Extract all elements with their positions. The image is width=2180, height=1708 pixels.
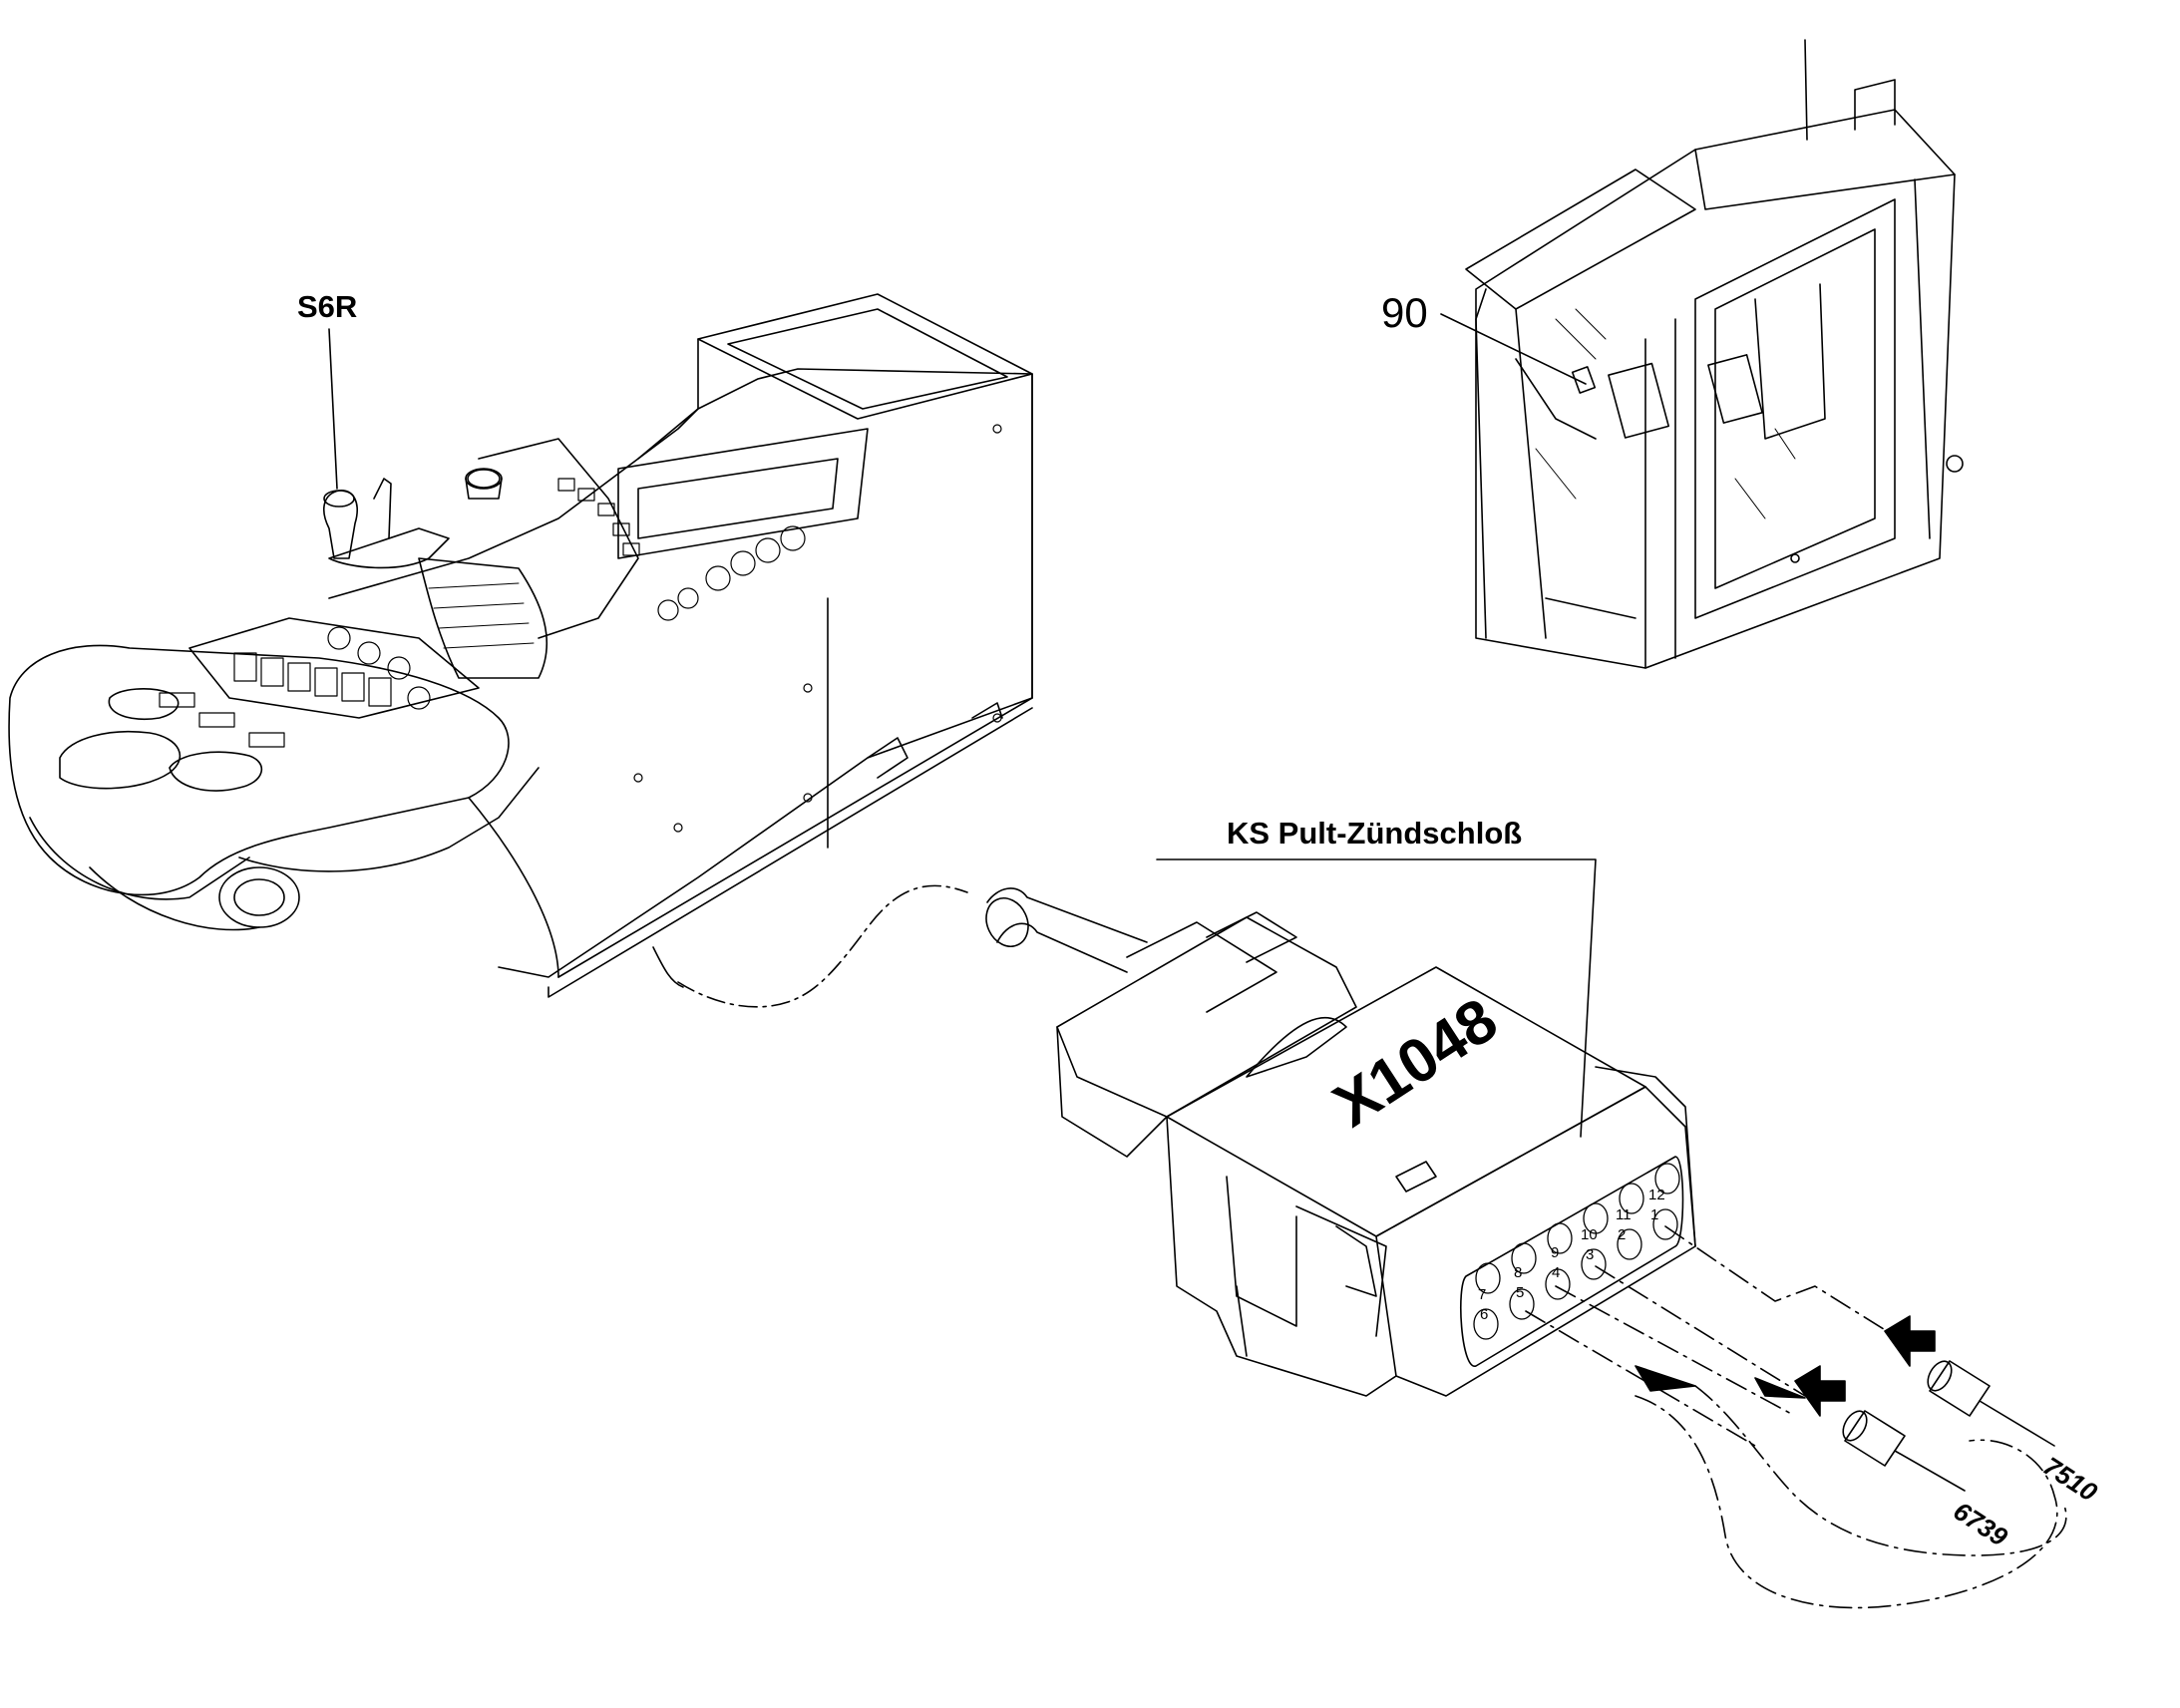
- cab-item-number: 90: [1381, 289, 1428, 336]
- pin-label-10: 10: [1581, 1226, 1598, 1243]
- s6r-leader-line: [329, 329, 337, 489]
- connector-title: KS Pult-Zündschloß: [1227, 816, 1523, 851]
- pin-label-4: 4: [1552, 1264, 1561, 1281]
- pin-label-8: 8: [1514, 1264, 1523, 1281]
- connector-title-leader-line: [1157, 859, 1596, 1137]
- pin-label-5: 5: [1516, 1284, 1525, 1301]
- cab-illustration: [1466, 40, 1963, 668]
- pin-label-11: 11: [1616, 1206, 1632, 1223]
- connector-x1048: [978, 888, 1695, 1396]
- pin-label-2: 2: [1618, 1226, 1627, 1243]
- terminal-7510: [1923, 1357, 2054, 1446]
- pin-label-3: 3: [1586, 1246, 1595, 1263]
- operator-console: [9, 294, 1032, 997]
- pin-label-6: 6: [1480, 1306, 1489, 1323]
- pin-label-7: 7: [1478, 1286, 1487, 1303]
- pin-label-9: 9: [1551, 1244, 1560, 1261]
- wire-arrows: [1635, 1316, 1935, 1416]
- wire-routing: [1526, 1226, 2066, 1607]
- pin-label-1: 1: [1650, 1206, 1659, 1223]
- s6r-label: S6R: [297, 289, 358, 324]
- harness-routing: [678, 885, 967, 1006]
- pin-label-12: 12: [1648, 1187, 1665, 1203]
- terminal-6739: [1838, 1407, 1965, 1491]
- harness-stub: [653, 947, 683, 987]
- cab-item-leader-line: [1441, 314, 1586, 384]
